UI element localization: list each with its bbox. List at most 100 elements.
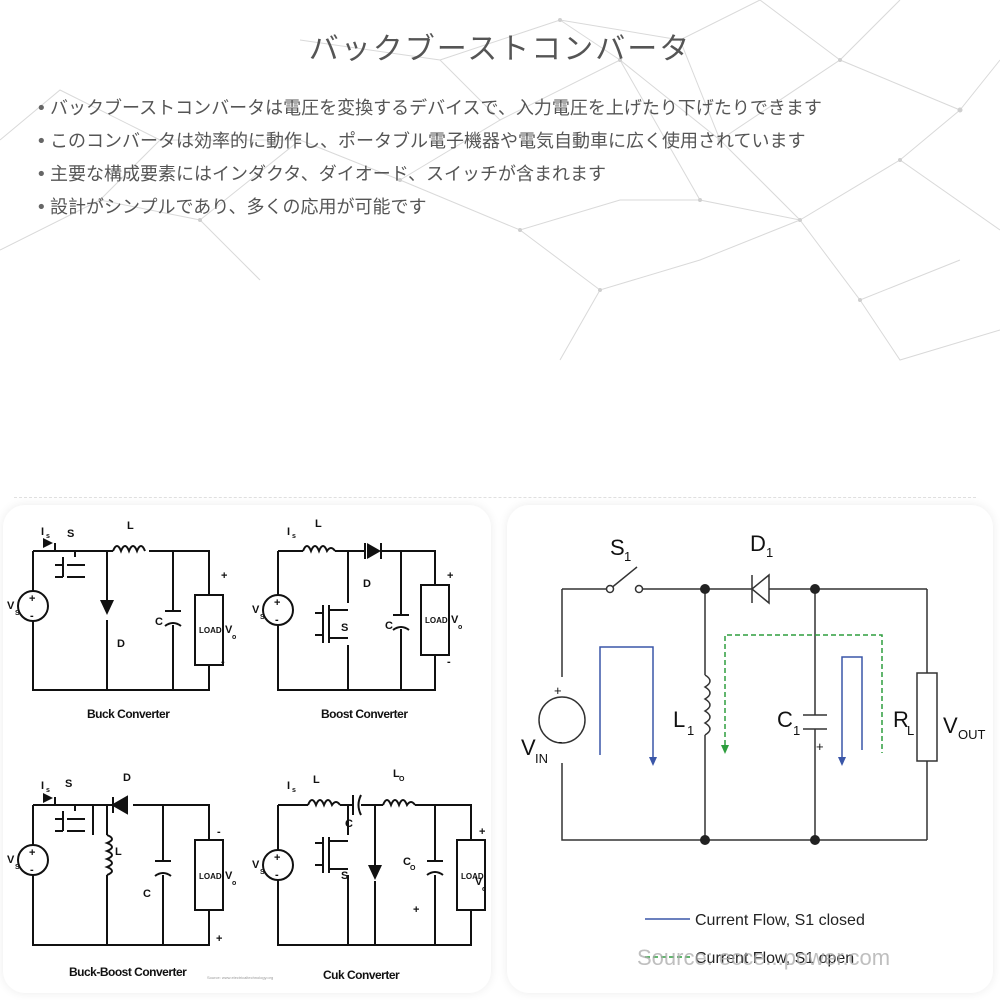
svg-text:L: L xyxy=(313,774,320,786)
svg-text:OUT: OUT xyxy=(958,727,986,742)
svg-text:L: L xyxy=(673,707,685,732)
svg-text:s: s xyxy=(46,533,50,540)
bullet-dot-icon: • xyxy=(36,197,47,218)
caption-cuk: Cuk Converter xyxy=(323,968,400,982)
svg-text:D: D xyxy=(123,772,131,784)
legend-closed: Current Flow, S1 closed xyxy=(695,912,865,929)
svg-text:o: o xyxy=(232,880,236,887)
svg-text:o: o xyxy=(482,886,486,893)
svg-text:C: C xyxy=(345,818,353,830)
svg-text:L: L xyxy=(115,846,122,858)
svg-text:I: I xyxy=(41,526,44,538)
svg-text:-: - xyxy=(30,864,34,876)
svg-text:V: V xyxy=(225,870,233,882)
svg-text:L: L xyxy=(127,520,134,532)
svg-text:+: + xyxy=(479,826,485,838)
svg-text:V: V xyxy=(252,604,260,616)
svg-text:C: C xyxy=(385,620,393,632)
buck-converter-circuit xyxy=(32,543,210,691)
svg-text:+: + xyxy=(413,904,419,916)
current-flow-closed-path xyxy=(599,646,863,760)
slide-title: バックブーストコンバータ xyxy=(308,32,692,67)
svg-text:+: + xyxy=(274,852,280,864)
svg-text:+: + xyxy=(554,683,562,698)
svg-text:1: 1 xyxy=(624,549,631,564)
svg-text:LOAD: LOAD xyxy=(461,872,484,881)
svg-text:S: S xyxy=(15,610,20,617)
bullet-dot-icon: • xyxy=(36,164,47,185)
svg-text:+: + xyxy=(29,593,35,605)
image-credit: Source: www.electricaltechnology.org xyxy=(207,975,273,980)
caption-buck: Buck Converter xyxy=(87,707,170,721)
svg-text:C: C xyxy=(155,616,163,628)
svg-text:V: V xyxy=(225,624,233,636)
bullet-item: •バックブーストコンバータは電圧を変換するデバイスで、入力電圧を上げたり下げたり… xyxy=(36,92,976,125)
svg-text:+: + xyxy=(216,933,222,945)
caption-boost: Boost Converter xyxy=(321,707,408,721)
legend-open: Current Flow, S1 open xyxy=(695,950,854,967)
svg-text:L: L xyxy=(907,723,914,738)
svg-text:+: + xyxy=(221,570,227,582)
svg-text:S: S xyxy=(15,864,20,871)
svg-text:LOAD: LOAD xyxy=(199,626,222,635)
svg-text:C: C xyxy=(777,707,793,732)
svg-text:o: o xyxy=(232,634,236,641)
svg-text:V: V xyxy=(475,876,483,888)
svg-text:I: I xyxy=(287,526,290,538)
boost-converter-circuit xyxy=(277,543,436,691)
svg-text:-: - xyxy=(221,656,225,668)
svg-text:L: L xyxy=(315,518,322,530)
svg-text:-: - xyxy=(558,734,562,749)
bullet-item: •このコンバータは効率的に動作し、ポータブル電子機器や電気自動車に広く使用されて… xyxy=(36,125,976,158)
bullet-list: •バックブーストコンバータは電圧を変換するデバイスで、入力電圧を上げたり下げたり… xyxy=(36,92,976,224)
svg-text:1: 1 xyxy=(687,723,694,738)
svg-text:S: S xyxy=(610,535,625,560)
current-flow-open-path xyxy=(724,634,883,753)
svg-text:s: s xyxy=(292,787,296,794)
svg-text:o: o xyxy=(458,624,462,631)
svg-text:1: 1 xyxy=(793,723,800,738)
svg-text:L: L xyxy=(393,768,400,780)
svg-text:+: + xyxy=(29,847,35,859)
svg-text:I: I xyxy=(41,780,44,792)
svg-text:C: C xyxy=(403,856,411,868)
svg-text:S: S xyxy=(341,622,348,634)
svg-text:IN: IN xyxy=(535,751,548,766)
bullet-item: •設計がシンプルであり、多くの応用が可能です xyxy=(36,191,976,224)
svg-text:-: - xyxy=(275,614,279,626)
bullet-dot-icon: • xyxy=(36,98,47,119)
svg-text:C: C xyxy=(143,888,151,900)
svg-text:LOAD: LOAD xyxy=(425,616,448,625)
svg-text:S: S xyxy=(260,614,265,621)
image-source: Source: ecce...power.com xyxy=(637,945,890,970)
background-network-pattern xyxy=(0,0,1000,361)
svg-text:V: V xyxy=(7,600,15,612)
svg-text:-: - xyxy=(275,869,279,881)
svg-text:1: 1 xyxy=(766,545,773,560)
svg-text:+: + xyxy=(274,597,280,609)
svg-text:+: + xyxy=(816,739,824,754)
svg-text:-: - xyxy=(447,656,451,668)
svg-text:D: D xyxy=(117,638,125,650)
svg-text:S: S xyxy=(260,869,265,876)
bullet-dot-icon: • xyxy=(36,131,47,152)
cuk-converter-circuit xyxy=(277,794,472,946)
svg-text:s: s xyxy=(46,787,50,794)
svg-text:D: D xyxy=(363,578,371,590)
svg-text:LOAD: LOAD xyxy=(199,872,222,881)
svg-text:S: S xyxy=(67,528,74,540)
svg-text:+: + xyxy=(447,570,453,582)
caption-buck-boost: Buck-Boost Converter xyxy=(69,965,187,979)
svg-text:-: - xyxy=(30,610,34,622)
section-divider xyxy=(14,497,976,498)
svg-text:S: S xyxy=(65,778,72,790)
svg-text:V: V xyxy=(7,854,15,866)
svg-text:V: V xyxy=(521,735,536,760)
buck-boost-converter-circuit xyxy=(32,795,210,946)
svg-text:O: O xyxy=(399,776,405,783)
svg-text:R: R xyxy=(893,707,909,732)
bullet-item: •主要な構成要素にはインダクタ、ダイオード、スイッチが含まれます xyxy=(36,158,976,191)
